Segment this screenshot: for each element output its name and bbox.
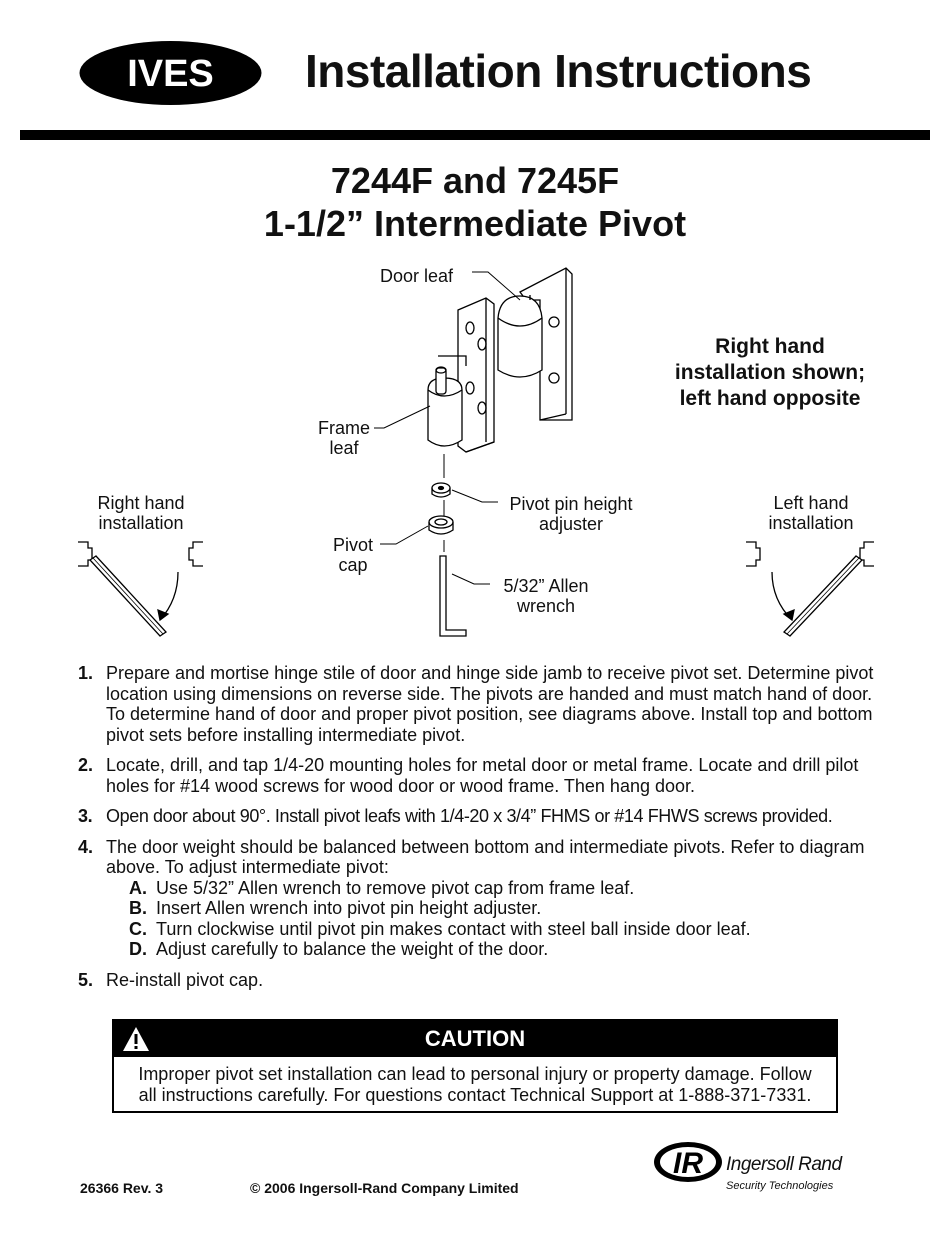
substep-item: A. Use 5/32” Allen wrench to remove pivot… — [106, 878, 878, 899]
allen-wrench-label-line: wrench — [516, 596, 576, 616]
step-item: 5. Re-install pivot cap. — [78, 970, 878, 991]
frame-leaf-label-line: leaf — [329, 438, 359, 458]
allen-wrench-drawing — [439, 555, 467, 637]
step-text: Locate, drill, and tap 1/4-20 mounting h… — [106, 755, 859, 796]
handing-note-line: Right hand — [715, 335, 825, 358]
substep-item: D. Adjust carefully to balance the weight… — [106, 939, 878, 960]
adjuster-drawing — [431, 482, 451, 498]
step-item: 1. Prepare and mortise hinge stile of do… — [78, 663, 878, 745]
step-item: 4. The door weight should be balanced be… — [78, 837, 878, 960]
substep-text: Use 5/32” Allen wrench to remove pivot c… — [156, 877, 635, 898]
substep-text: Turn clockwise until pivot pin makes con… — [156, 918, 751, 939]
brand-name: Ingersoll Rand — [726, 1154, 842, 1175]
caution-box: CAUTION Improper pivot set installation … — [112, 1019, 838, 1113]
handing-note-line: left hand opposite — [679, 387, 861, 410]
pivot-adjuster-label-line: Pivot pin height — [509, 494, 633, 514]
caution-title: CAUTION — [424, 1026, 526, 1051]
step-number: 4. — [78, 836, 94, 857]
step-item: 2. Locate, drill, and tap 1/4-20 mountin… — [78, 755, 878, 796]
left-hand-label-line: installation — [768, 513, 854, 533]
model-numbers: 7244F and 7245F — [330, 160, 620, 201]
left-hand-label-line: Left hand — [773, 493, 849, 513]
substep-text: Adjust carefully to balance the weight o… — [156, 939, 549, 959]
left-hand-label: Left hand installation — [756, 493, 866, 533]
allen-wrench-label-line: 5/32” Allen — [503, 576, 589, 596]
pivot-cap-drawing — [428, 515, 454, 535]
door-leaf-drawing — [497, 267, 573, 421]
substep-letter: D. — [129, 939, 147, 959]
copyright-notice: © 2006 Ingersoll-Rand Company Limited — [250, 1180, 519, 1196]
substep-letter: C. — [129, 918, 147, 939]
pivot-adjuster-label: Pivot pin height adjuster — [500, 494, 642, 534]
caution-line: Improper pivot set installation can lead… — [138, 1064, 812, 1084]
caution-line: all instructions carefully. For question… — [138, 1085, 812, 1105]
step-number: 1. — [78, 663, 94, 683]
substep-letter: B. — [129, 898, 147, 918]
instruction-steps: 1. Prepare and mortise hinge stile of do… — [78, 663, 878, 1000]
document-number: 26366 Rev. 3 — [80, 1180, 164, 1196]
brand-subtitle: Security Technologies — [726, 1180, 834, 1192]
right-hand-label: Right hand installation — [86, 493, 196, 533]
step-item: 3. Open door about 90°. Install pivot le… — [78, 806, 878, 827]
right-hand-label-line: installation — [98, 513, 184, 533]
substep-text: Insert Allen wrench into pivot pin heigh… — [156, 898, 542, 918]
step-number: 3. — [78, 806, 93, 826]
brand-logo-text: IR — [673, 1147, 703, 1180]
frame-leaf-drawing — [427, 297, 495, 453]
step-number: 2. — [78, 755, 94, 775]
product-name: 1-1/2” Intermediate Pivot — [263, 203, 687, 244]
door-leaf-label: Door leaf — [380, 266, 454, 286]
ives-logo: IVES — [79, 41, 262, 105]
step-number: 5. — [78, 969, 94, 990]
frame-leaf-label-line: Frame — [317, 418, 370, 438]
right-hand-label-line: Right hand — [97, 493, 185, 513]
right-hand-plan-drawing — [78, 541, 203, 637]
handing-note-line: installation shown; — [674, 361, 866, 384]
ingersoll-rand-logo: IR — [654, 1142, 722, 1182]
substep-letter: A. — [129, 877, 147, 898]
header-rule — [20, 130, 930, 140]
substep-item: B. Insert Allen wrench into pivot pin hei… — [106, 898, 878, 919]
document-title: Installation Instructions — [305, 45, 812, 97]
pivot-diagram — [78, 267, 874, 637]
frame-leaf-label: Frame leaf — [312, 418, 376, 458]
step-text: Re-install pivot cap. — [106, 969, 264, 990]
step-text: The door weight should be balanced betwe… — [106, 836, 865, 878]
allen-wrench-label: 5/32” Allen wrench — [494, 576, 598, 616]
step-text: Open door about 90°. Install pivot leafs… — [106, 806, 833, 826]
pivot-cap-label-line: Pivot — [332, 535, 374, 555]
caution-header: CAUTION — [114, 1021, 836, 1057]
caution-text: Improper pivot set installation can lead… — [114, 1057, 836, 1106]
logo-text: IVES — [127, 53, 214, 95]
left-hand-plan-drawing — [746, 541, 874, 637]
substep-item: C. Turn clockwise until pivot pin makes c… — [106, 919, 878, 940]
pivot-cap-label: Pivot cap — [326, 535, 380, 575]
handing-note: Right hand installation shown; left hand… — [640, 334, 900, 412]
pivot-cap-label-line: cap — [338, 555, 368, 575]
step-text: Prepare and mortise hinge stile of door … — [106, 663, 874, 745]
warning-icon — [123, 1027, 149, 1051]
pivot-adjuster-label-line: adjuster — [538, 514, 604, 534]
